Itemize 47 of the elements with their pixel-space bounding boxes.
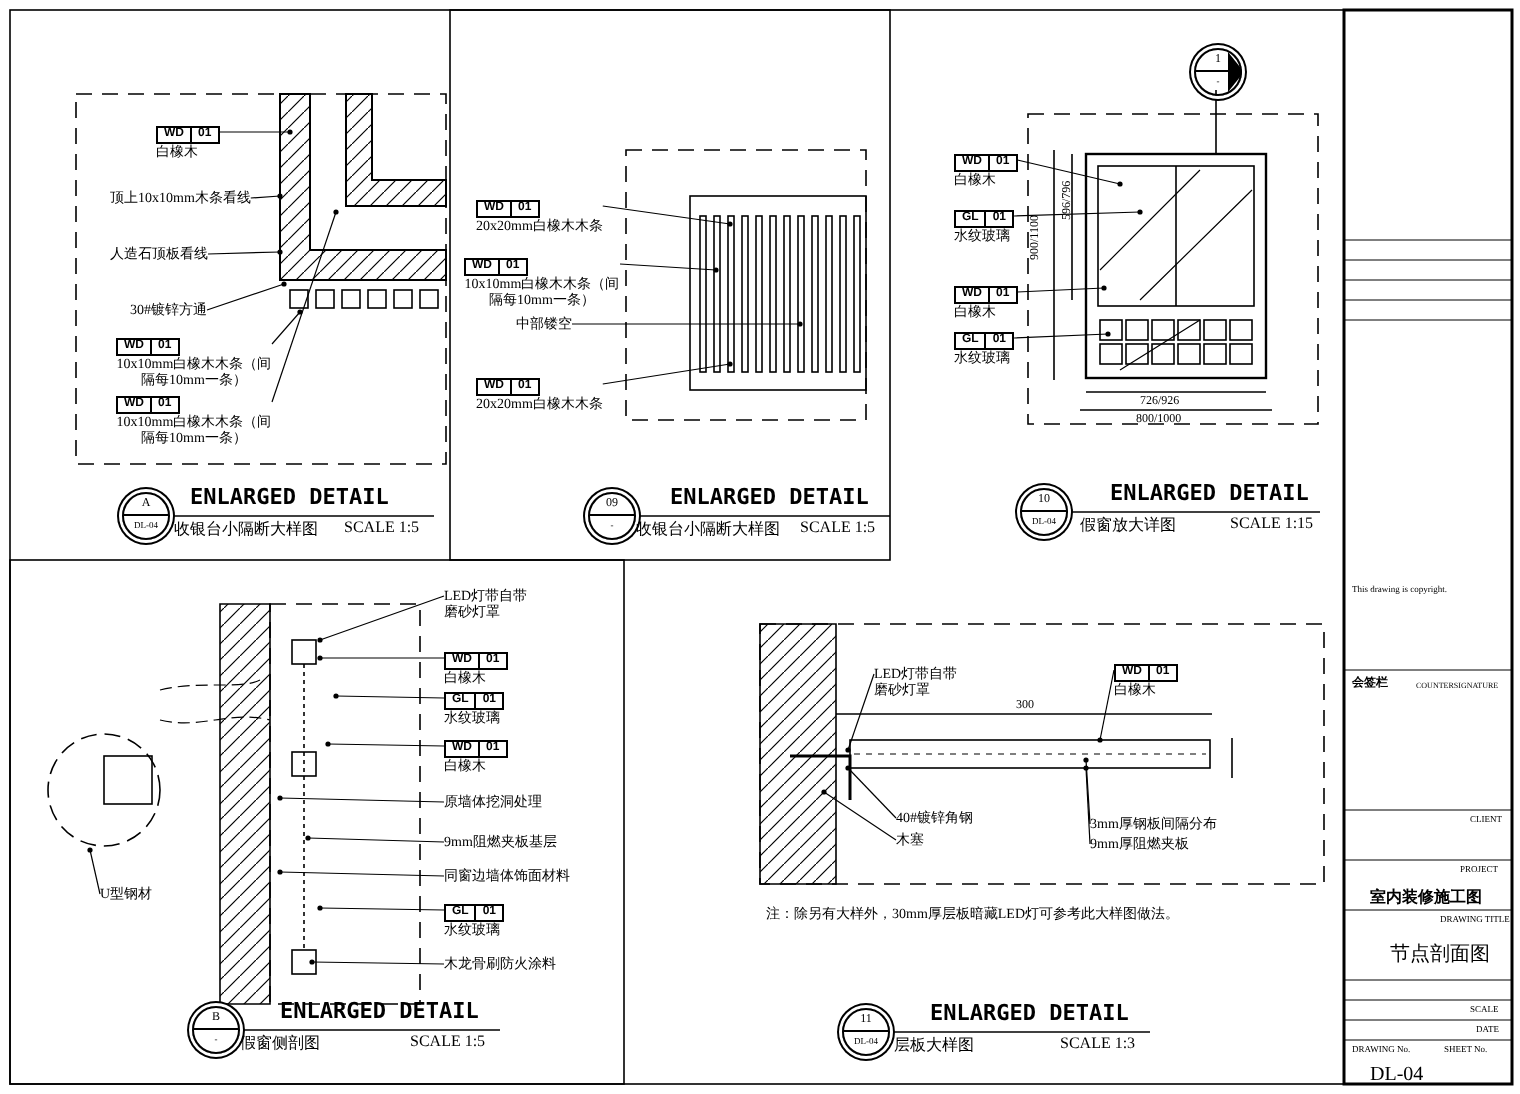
leader-line (277, 795, 445, 803)
detail-subtitle: 收银台小隔断大样图 (174, 518, 318, 540)
leader-line (602, 205, 733, 227)
drawing-title: 节点剖面图 (1390, 941, 1490, 968)
leader-line (571, 321, 803, 327)
detail-title: ENLARGED DETAIL (930, 1000, 1129, 1026)
leader-line (317, 905, 445, 911)
leader-line (845, 673, 875, 753)
leader-line (317, 655, 445, 661)
leader-line (218, 129, 293, 135)
scale-text: SCALE 1:5 (344, 518, 420, 536)
detail-subtitle: 收银台小隔断大样图 (636, 518, 780, 540)
leader-line (1013, 209, 1143, 217)
leader-line (845, 765, 897, 819)
leader-line (277, 869, 445, 877)
leader-line (1083, 757, 1091, 825)
leader-line (305, 835, 445, 843)
leader-line (1097, 669, 1115, 743)
leader-line (1013, 331, 1111, 339)
leader-line (619, 263, 719, 273)
scale-text: SCALE 1:15 (1230, 514, 1314, 532)
leader-line (271, 209, 339, 403)
leader-line (1016, 159, 1123, 187)
leader-line (250, 193, 283, 199)
scale-text: SCALE 1:5 (410, 1032, 486, 1050)
scale-text: SCALE 1:5 (800, 518, 876, 536)
leader-line (333, 693, 445, 699)
project-name: 室内装修施工图 (1370, 886, 1482, 908)
leader-line (207, 249, 283, 255)
leader-line (1016, 285, 1107, 293)
detail-title: ENLARGED DETAIL (280, 998, 479, 1024)
detail-title: ENLARGED DETAIL (1110, 480, 1309, 506)
leader-line (317, 595, 445, 643)
drawing-number: DL-04 (1370, 1064, 1424, 1086)
leader-line (309, 959, 445, 965)
leader-line (325, 741, 445, 747)
leader-line (87, 847, 101, 895)
scale-text: SCALE 1:3 (1060, 1034, 1136, 1052)
leader-line (206, 281, 287, 311)
detail-title: ENLARGED DETAIL (670, 484, 869, 510)
leader-line (821, 789, 897, 841)
leader-line (271, 309, 303, 345)
detail-subtitle: 假窗放大详图 (1080, 514, 1176, 536)
detail-title: ENLARGED DETAIL (190, 484, 389, 510)
detail-subtitle: 层板大样图 (894, 1034, 974, 1056)
leader-line (1083, 765, 1091, 845)
leader-line (602, 361, 733, 385)
